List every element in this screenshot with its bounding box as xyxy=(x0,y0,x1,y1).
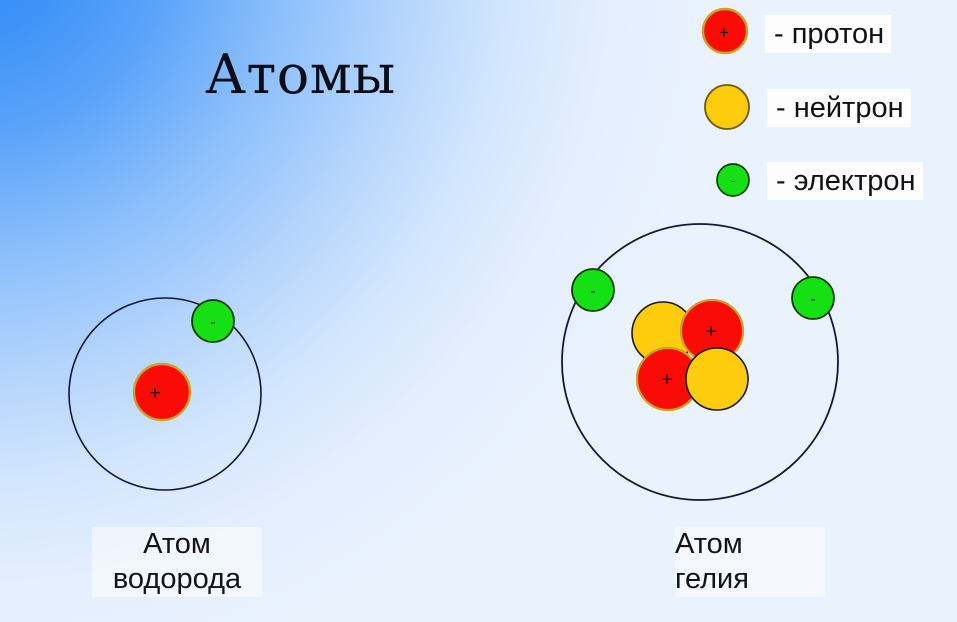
proton-circle-icon xyxy=(701,7,749,55)
electron-charge-symbol: - xyxy=(731,173,735,188)
proton-charge-symbol: + xyxy=(719,23,729,42)
legend-marker-neutron xyxy=(704,84,750,130)
electron-circle-icon xyxy=(716,163,750,197)
legend-label-neutron: - нейтрон xyxy=(767,89,911,127)
helium-electron-right: - xyxy=(791,276,835,320)
electron-circle-icon xyxy=(571,268,615,312)
neutron-circle-icon xyxy=(704,84,750,130)
legend-marker-proton: + xyxy=(701,7,749,55)
electron-circle-icon xyxy=(191,299,235,343)
proton-circle-icon xyxy=(132,362,192,422)
hydrogen-electron: - xyxy=(191,299,235,343)
hydrogen-orbit-path xyxy=(68,297,262,491)
electron-charge-symbol: - xyxy=(210,314,215,331)
helium-orbit-path xyxy=(561,223,839,501)
electron-charge-symbol: - xyxy=(810,291,815,308)
proton-charge-symbol: + xyxy=(705,321,717,343)
legend-markers: + - xyxy=(701,7,750,197)
neutron-circle-icon xyxy=(685,347,749,411)
proton-charge-symbol: + xyxy=(661,369,673,391)
legend-marker-electron: - xyxy=(716,163,750,197)
electron-charge-symbol: - xyxy=(590,283,595,300)
hydrogen-nucleus: + xyxy=(132,362,192,422)
atom-caption-helium: Атом гелия xyxy=(675,527,825,597)
atom-hydrogen: + - xyxy=(68,297,262,491)
legend-label-electron: - электрон xyxy=(767,162,923,200)
legend-label-proton: - протон xyxy=(765,15,892,53)
atom-caption-hydrogen: Атом водорода xyxy=(92,527,262,597)
helium-nucleus: + + xyxy=(631,298,749,412)
atom-helium: + + - - xyxy=(561,223,839,501)
proton-charge-symbol: + xyxy=(149,383,160,404)
electron-circle-icon xyxy=(791,276,835,320)
page-title: Атомы xyxy=(205,43,396,106)
helium-electron-left: - xyxy=(571,268,615,312)
